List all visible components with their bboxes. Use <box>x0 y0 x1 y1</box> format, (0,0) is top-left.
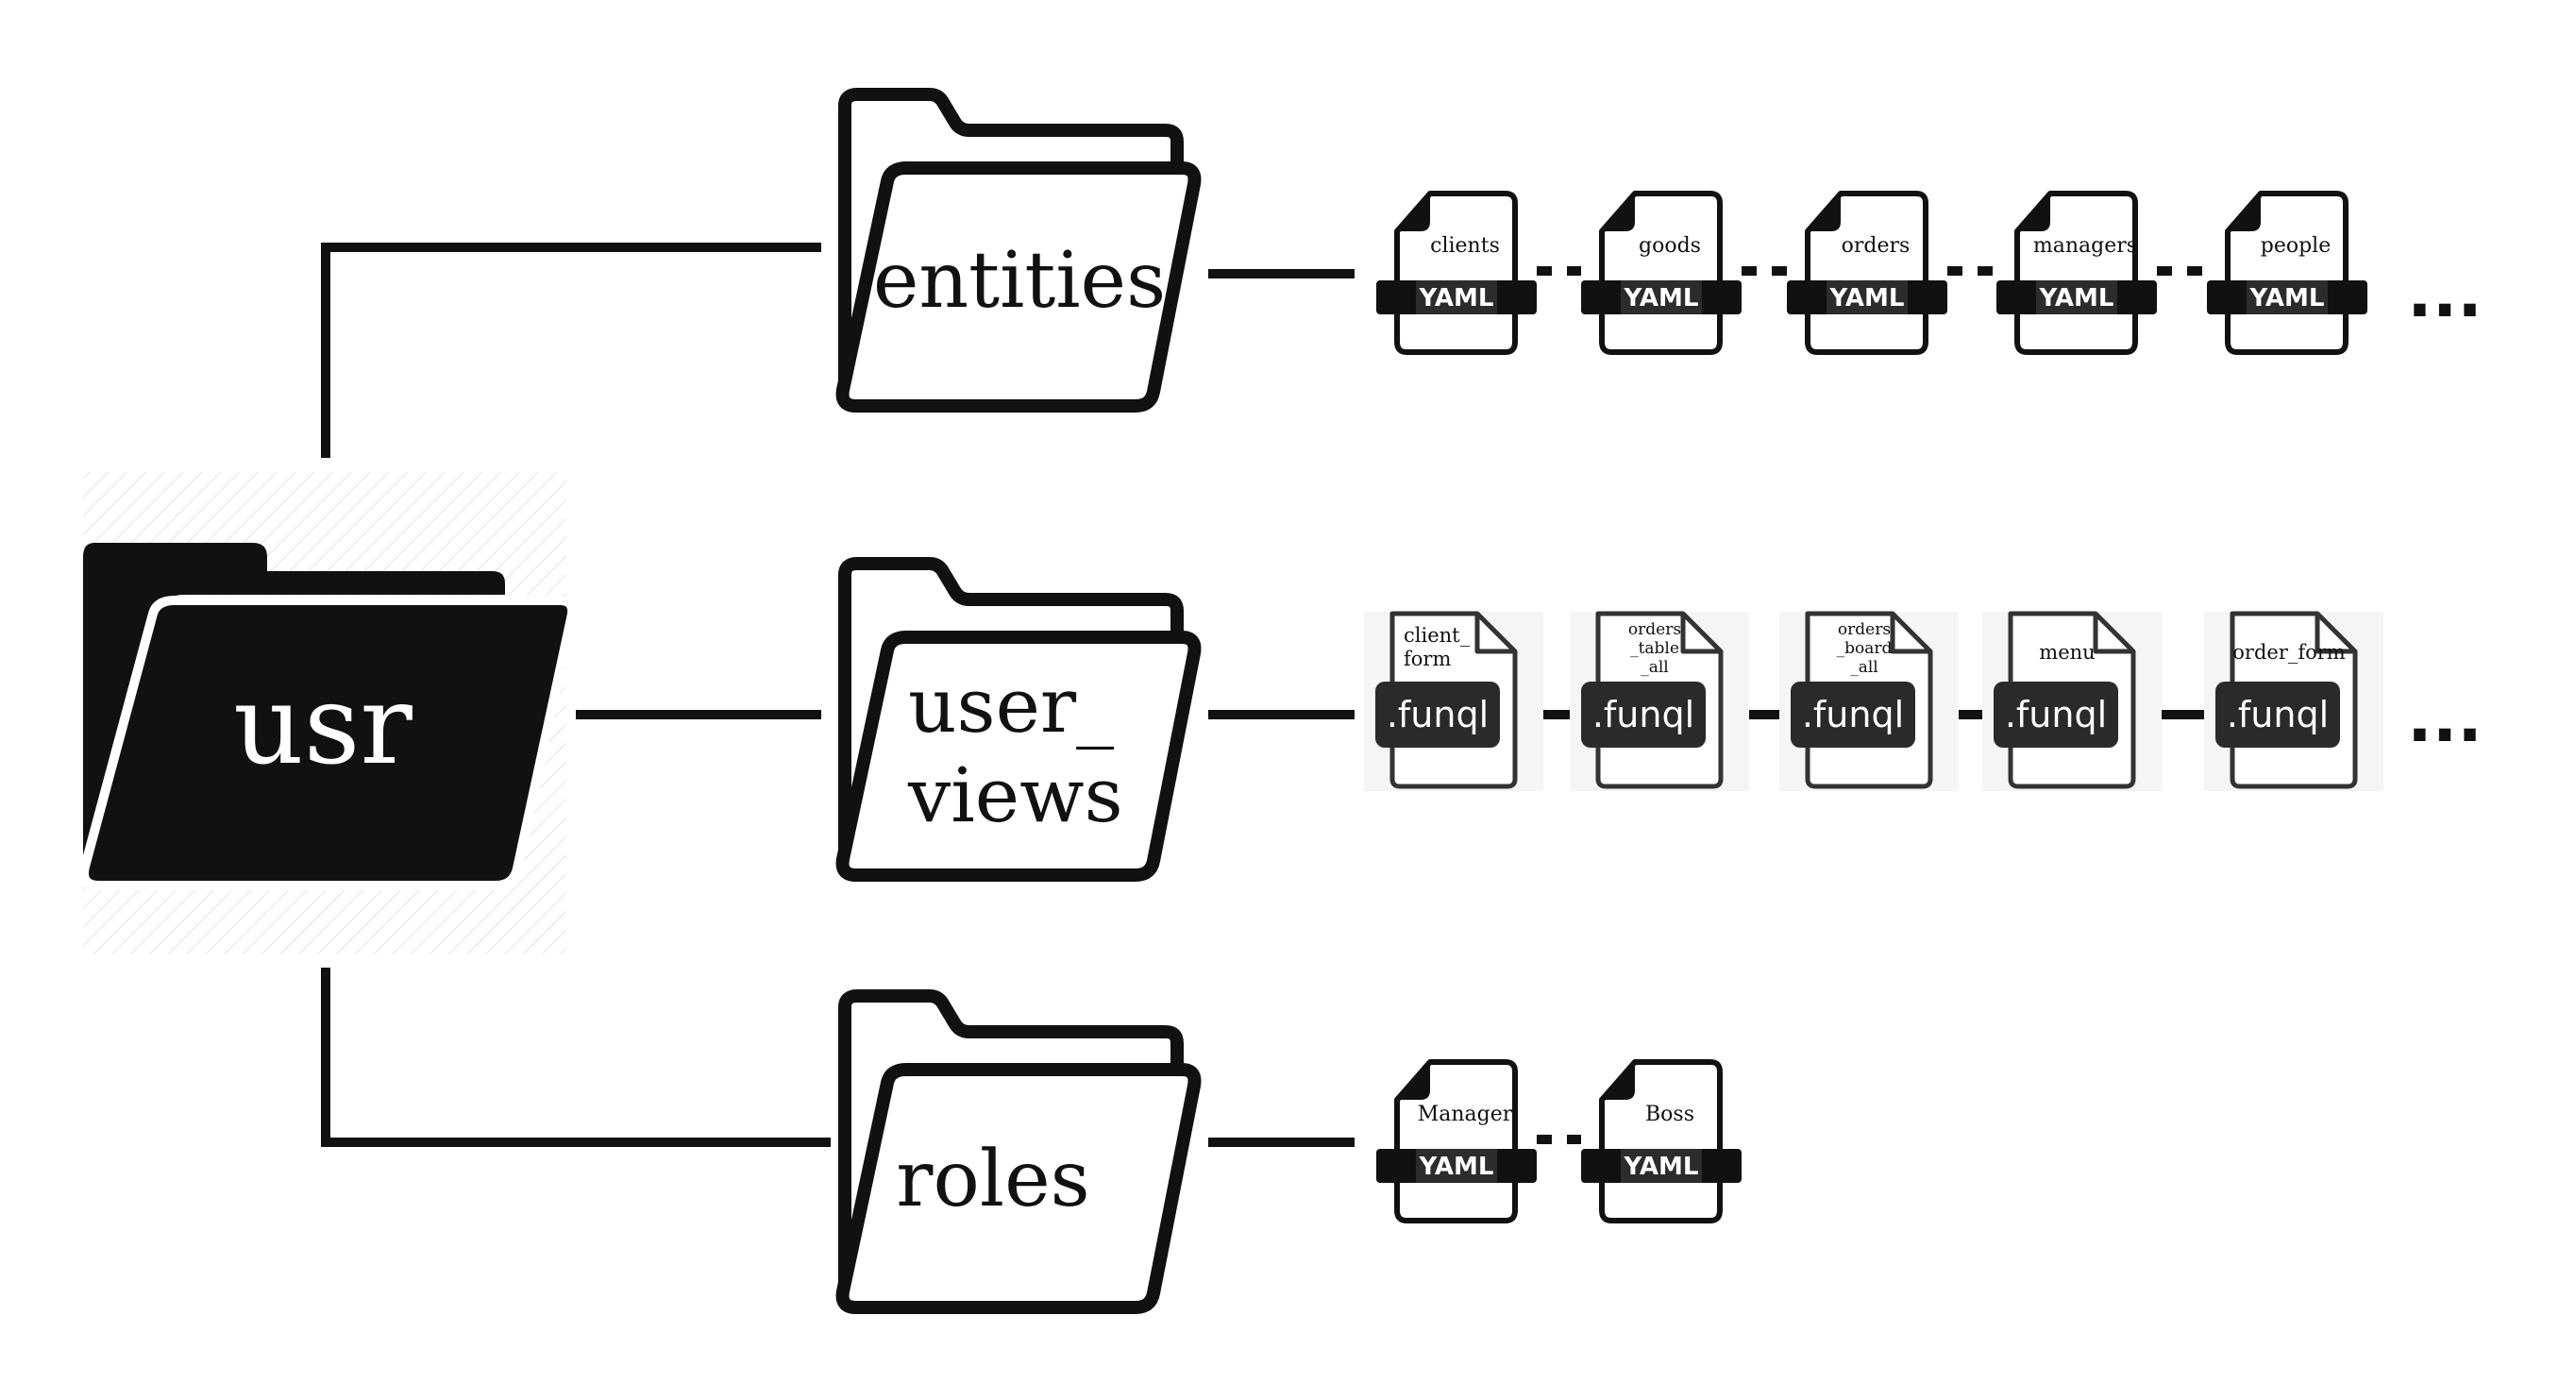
file-corner <box>1474 614 1515 654</box>
root-folder-label: usr <box>233 662 412 789</box>
badge-bar <box>2215 682 2340 748</box>
badge-bar <box>1791 682 1915 748</box>
badge-inner <box>1621 1149 1702 1183</box>
more-files-ellipsis: ... <box>2407 680 2483 757</box>
file-icon: .funql orders_table_all <box>1570 611 1749 791</box>
file-name: clients <box>1430 234 1500 258</box>
badge-inner <box>2247 280 2328 314</box>
file-icon: YAML orders <box>1787 191 1947 355</box>
file-name: managers <box>2033 234 2137 258</box>
file-name: order_form <box>2232 641 2346 664</box>
file-badge-label: .funql <box>2005 694 2107 735</box>
badge-inner <box>1827 280 1908 314</box>
file-icon: .funql menu <box>1982 611 2162 791</box>
badge-inner <box>1621 280 1702 314</box>
file-corner <box>1890 614 1930 654</box>
file-name: _board <box>1837 639 1893 658</box>
file-badge-label: .funql <box>1802 694 1904 735</box>
file-icon: .funql orders_board_all <box>1779 611 1959 791</box>
file-corner <box>1602 194 1635 231</box>
folder-label-user-views-0: user_ <box>908 662 1114 750</box>
file-corner <box>1602 1062 1635 1100</box>
file-icon: YAML Boss <box>1581 1059 1742 1223</box>
file-badge-label: YAML <box>1419 284 1494 312</box>
file-name: Manager <box>1418 1103 1513 1126</box>
folder-back-outline <box>838 88 1184 401</box>
file-badge-label: .funql <box>2227 694 2329 735</box>
folder-label-user-views-1: views <box>907 751 1123 839</box>
file-corner <box>1397 1062 1430 1100</box>
connector-usr-roles <box>321 968 831 1147</box>
badge-bar <box>1375 682 1500 748</box>
file-row-user-views: .funqlclient_form.funqlorders_table_all.… <box>1364 611 2483 791</box>
file-badge-label: YAML <box>1624 284 1699 312</box>
file-name: goods <box>1639 234 1701 258</box>
file-name: form <box>1404 648 1451 670</box>
badge-bar <box>1581 682 1706 748</box>
file-icon: YAML managers <box>1996 191 2157 355</box>
connectors <box>321 243 1355 1147</box>
file-icon: YAML goods <box>1581 191 1742 355</box>
file-corner <box>1680 614 1721 654</box>
file-corner <box>2315 614 2355 654</box>
file-name: orders <box>1842 234 1911 258</box>
file-name: orders <box>1838 620 1891 639</box>
file-badge-label: YAML <box>1419 1153 1494 1181</box>
file-name: Boss <box>1645 1103 1694 1126</box>
badge-bar <box>1994 682 2118 748</box>
more-files-ellipsis: ... <box>2407 255 2483 332</box>
file-badge-label: YAML <box>1829 284 1905 312</box>
file-icon: YAML clients <box>1376 191 1537 355</box>
folder-label-entities-0: entities <box>873 236 1166 326</box>
folder-front <box>79 596 578 890</box>
folder-front-outline <box>835 1063 1202 1314</box>
badge-inner <box>1416 280 1497 314</box>
folder-label-roles-0: roles <box>896 1135 1089 1224</box>
file-name: _table <box>1630 639 1679 658</box>
file-badge-label: YAML <box>2249 284 2325 312</box>
file-badge-label: YAML <box>2039 284 2114 312</box>
file-corner <box>1808 194 1841 231</box>
file-icon: .funql order_form <box>2204 611 2383 791</box>
file-icon: YAML Manager <box>1376 1059 1537 1223</box>
connector-usr-entities <box>321 243 821 458</box>
file-name: _all <box>1850 658 1878 677</box>
folder-back-outline <box>838 989 1184 1303</box>
file-corner <box>2093 614 2133 654</box>
file-name: people <box>2261 234 2332 258</box>
folder-entities: entities <box>835 88 1202 413</box>
folder-back-outline <box>838 557 1184 870</box>
file-name: _all <box>1641 658 1669 677</box>
file-corner <box>2017 194 2050 231</box>
root-folder-usr: usr <box>79 472 578 953</box>
folder-front-outline <box>835 631 1202 882</box>
file-icon: YAML people <box>2207 191 2367 355</box>
badge-inner <box>2036 280 2117 314</box>
file-corner <box>1397 194 1430 231</box>
folder-back <box>83 543 505 854</box>
file-badge-label: YAML <box>1624 1153 1699 1181</box>
folder-front-outline <box>835 161 1202 413</box>
file-icons: YAMLclientsYAMLgoodsYAMLordersYAMLmanage… <box>1364 191 2483 1223</box>
badge-inner <box>1416 1149 1497 1183</box>
folder-user-views: user_views <box>835 557 1202 882</box>
file-badge-label: .funql <box>1387 694 1489 735</box>
file-badge-label: .funql <box>1592 694 1694 735</box>
file-name: client_ <box>1404 624 1471 647</box>
file-name: menu <box>2039 641 2095 664</box>
folder-roles: roles <box>835 989 1202 1314</box>
file-corner <box>2228 194 2261 231</box>
file-name: orders <box>1628 620 1681 639</box>
file-icon: .funql client_form <box>1364 611 1543 791</box>
